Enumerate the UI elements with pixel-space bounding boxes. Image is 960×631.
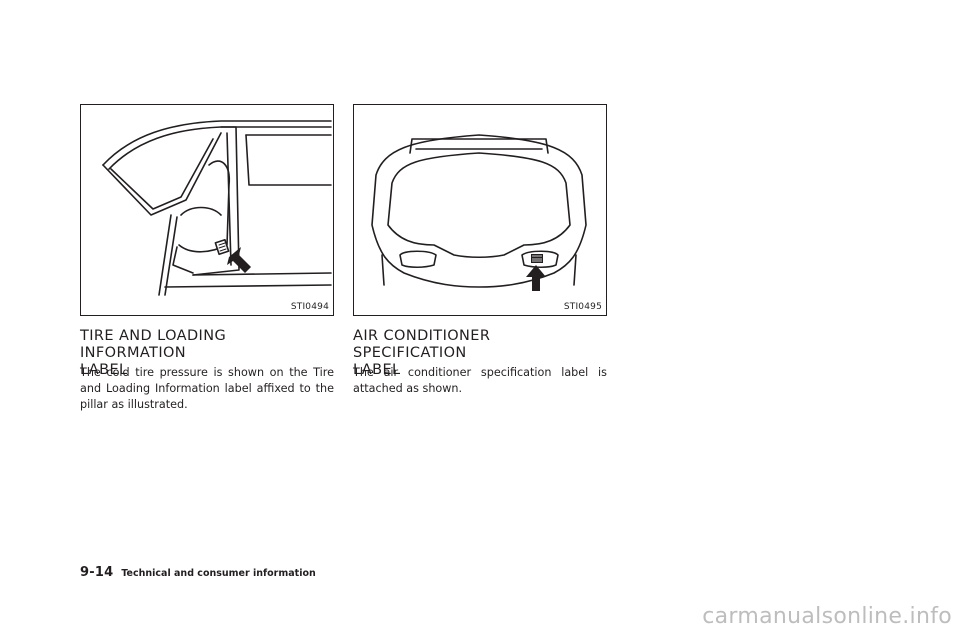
- figure-tire-label-location: STI0494: [80, 104, 334, 316]
- heading-line: LABEL: [80, 362, 128, 378]
- section-body: The air conditioner specification label …: [353, 366, 607, 395]
- watermark: carmanualsonline.info: [702, 604, 952, 629]
- heading-line: AIR CONDITIONER SPECIFICATION: [353, 328, 491, 361]
- figure-code: STI0495: [563, 302, 602, 312]
- section-heading: TIRE AND LOADING INFORMATION LABEL: [80, 328, 334, 379]
- page-footer: 9-14 Technical and consumer information: [80, 565, 316, 580]
- car-door-pillar-illustration: [102, 120, 332, 296]
- figure-ac-label-location: STI0495: [353, 104, 607, 316]
- heading-line: TIRE AND LOADING INFORMATION: [80, 328, 227, 361]
- figure-code: STI0494: [290, 302, 329, 312]
- open-hood-illustration: [371, 134, 587, 291]
- section-heading: AIR CONDITIONER SPECIFICATION LABEL: [353, 328, 607, 379]
- page-number: 9-14: [80, 565, 114, 580]
- section-body: The cold tire pressure is shown on the T…: [80, 366, 334, 411]
- heading-line: LABEL: [353, 362, 401, 378]
- footer-section-title: Technical and consumer information: [121, 568, 316, 579]
